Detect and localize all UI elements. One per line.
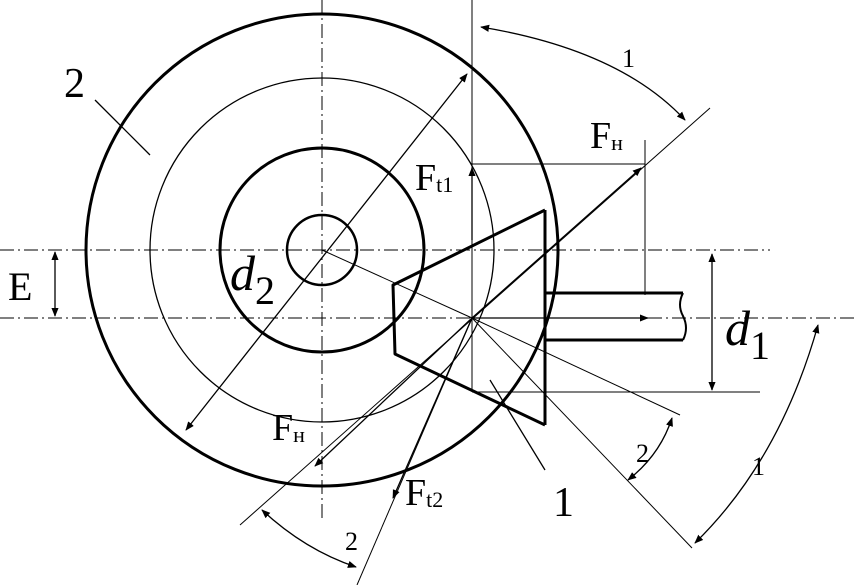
normal-force-top-main: F xyxy=(590,115,611,157)
lower-right-line-short xyxy=(471,317,681,416)
gear-number-label: 2 xyxy=(64,61,85,107)
tangential-force-1-label: Ft1 xyxy=(415,157,453,199)
tangential-force-1-main: F xyxy=(415,157,436,199)
pinion-leader-line xyxy=(489,379,546,471)
normal-force-bottom-main: F xyxy=(272,407,293,449)
tangential-force-2-main: F xyxy=(405,472,426,514)
gear-outer-circle xyxy=(84,12,560,488)
angle-arc-2-bottom xyxy=(261,509,357,568)
angle-2-bottom-label: 2 xyxy=(345,527,358,556)
gear-diameter-sub: 2 xyxy=(255,268,275,313)
tangential-force-1-sub: t1 xyxy=(436,172,453,197)
eccentricity-label: E xyxy=(8,264,32,309)
gear-leader-line xyxy=(94,99,151,156)
normal-force-top-sub: н xyxy=(611,130,623,155)
pinion-diameter-sub: 1 xyxy=(750,323,770,368)
tangential-force-2-label: Ft2 xyxy=(405,472,443,514)
angle-arc-2-right xyxy=(627,417,673,481)
pinion-diameter-main: d xyxy=(725,300,751,356)
gear-diameter-label: d2 xyxy=(230,245,275,313)
lower-right-line-long xyxy=(471,317,693,549)
angle-1-top-label: 1 xyxy=(622,44,635,73)
tangential-force-2-sub: t2 xyxy=(426,487,443,512)
fn-upper-arrow xyxy=(471,167,642,319)
ft2-arrow xyxy=(392,317,473,499)
gear-diameter-main: d xyxy=(230,245,256,301)
angle-arc-1-right xyxy=(694,324,820,544)
pinion-number-label: 1 xyxy=(553,480,574,526)
normal-force-bottom-label: Fн xyxy=(272,407,305,449)
fn-lower-arrow xyxy=(314,317,473,467)
angle-1-right-label: 1 xyxy=(752,452,765,481)
pinion-diameter-label: d1 xyxy=(725,300,770,368)
normal-force-bottom-sub: н xyxy=(293,422,305,447)
angle-2-right-label: 2 xyxy=(636,439,649,468)
normal-force-line-upper xyxy=(239,107,711,526)
radial-line-to-gear-center xyxy=(321,249,473,319)
normal-force-top-label: Fн xyxy=(590,115,623,157)
shaft-break xyxy=(679,292,687,341)
angle-arc-1-top xyxy=(480,24,686,121)
